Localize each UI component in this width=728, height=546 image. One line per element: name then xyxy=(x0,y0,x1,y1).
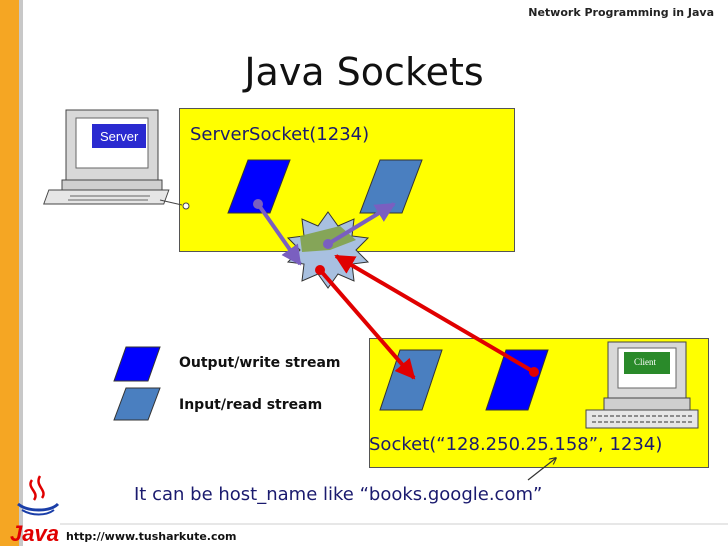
server-output-stream-shape xyxy=(227,159,291,214)
client-computer-label: Client xyxy=(634,357,656,367)
client-input-stream-shape xyxy=(379,349,443,411)
left-accent-stripe xyxy=(19,0,23,546)
server-write-dot xyxy=(253,199,263,209)
slide-title: Java Sockets xyxy=(244,50,484,94)
server-input-stream-shape xyxy=(359,159,423,214)
legend-input-swatch xyxy=(113,387,161,421)
legend-output-swatch xyxy=(113,346,161,382)
left-accent-bar xyxy=(0,0,19,546)
legend-output-label: Output/write stream xyxy=(179,355,341,371)
client-output-stream-shape xyxy=(485,349,549,411)
client-socket-label: Socket(“128.250.25.158”, 1234) xyxy=(369,434,663,455)
server-read-arrow xyxy=(326,202,396,246)
legend-input-label: Input/read stream xyxy=(179,397,323,413)
server-write-arrow xyxy=(256,202,302,266)
client-read-dot xyxy=(315,265,325,275)
server-read-dot xyxy=(323,239,333,249)
client-write-dot xyxy=(529,367,539,377)
host-name-note: It can be host_name like “books.google.c… xyxy=(134,484,543,505)
java-logo-text: Java xyxy=(10,521,59,546)
footer-url[interactable]: http://www.tusharkute.com xyxy=(66,530,237,543)
client-write-arrow xyxy=(334,254,536,374)
client-computer-icon xyxy=(585,341,699,429)
server-computer-label: Server xyxy=(100,129,139,144)
java-logo-icon: Java xyxy=(10,475,60,546)
server-computer-icon xyxy=(43,109,190,210)
note-pointer-arrow xyxy=(527,458,556,481)
server-socket-label: ServerSocket(1234) xyxy=(190,124,370,145)
client-read-arrow xyxy=(318,268,416,380)
course-header: Network Programming in Java xyxy=(528,6,714,19)
